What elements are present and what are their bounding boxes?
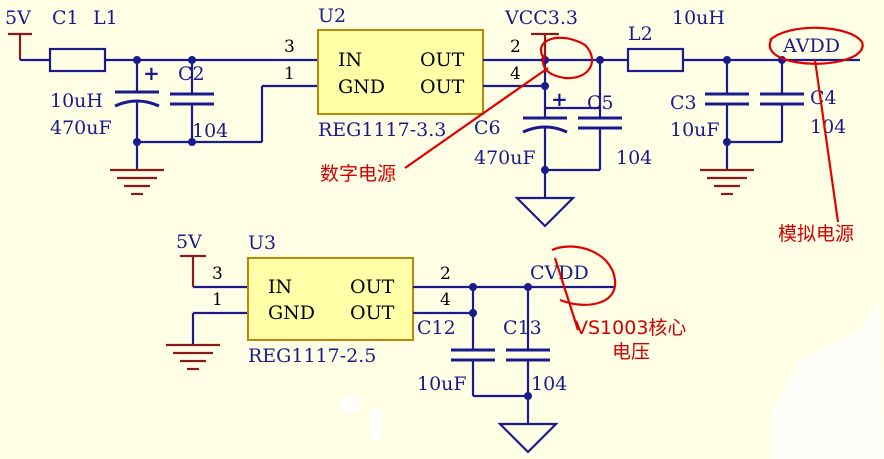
capacitor-c2 bbox=[170, 60, 214, 142]
pin-4-u3: 4 bbox=[440, 290, 451, 310]
u2-pin-out1: OUT bbox=[420, 49, 465, 71]
value-c6: 470uF bbox=[474, 147, 536, 169]
polarity-plus-c6: + bbox=[551, 87, 568, 111]
value-c13: 104 bbox=[531, 373, 567, 395]
value-c4: 104 bbox=[810, 116, 846, 138]
ref-c3: C3 bbox=[670, 92, 697, 114]
capacitor-c12 bbox=[451, 287, 495, 396]
power-port-5v-bottom bbox=[180, 254, 206, 287]
annotation-circle-avdd bbox=[768, 26, 864, 65]
value-l1: 10uH bbox=[50, 90, 103, 112]
capacitor-c1 bbox=[114, 60, 160, 142]
u3-pin-gnd: GND bbox=[268, 302, 315, 324]
ref-l2: L2 bbox=[628, 23, 653, 45]
ref-c13: C13 bbox=[503, 317, 542, 339]
junction-dot bbox=[524, 392, 532, 400]
net-label-avdd: AVDD bbox=[782, 35, 840, 57]
pin-1-u2: 1 bbox=[284, 64, 295, 84]
ref-u3: U3 bbox=[248, 232, 276, 254]
pin-3-u3: 3 bbox=[212, 264, 223, 284]
annotation-vs1003-line1: VS1003核心 bbox=[575, 317, 686, 339]
power-port-5v-top bbox=[8, 32, 32, 60]
annotation-circle-vcc33 bbox=[539, 36, 594, 80]
ref-c1: C1 bbox=[52, 7, 79, 29]
annotation-arrow-vs1003 bbox=[553, 257, 580, 331]
u3-pin-out2: OUT bbox=[350, 302, 395, 324]
ground-triangle-bottom bbox=[497, 422, 559, 454]
regulator-u2 bbox=[317, 29, 484, 115]
annotation-vs1003-line2: 电压 bbox=[612, 341, 650, 363]
annotation-analog-power: 模拟电源 bbox=[778, 223, 854, 245]
ref-c6: C6 bbox=[474, 117, 501, 139]
pin-4-u2: 4 bbox=[510, 64, 521, 84]
pin-2-u3: 2 bbox=[440, 264, 451, 284]
junction-dot bbox=[541, 166, 549, 174]
value-c3: 10uF bbox=[670, 119, 720, 141]
u3-pin-in: IN bbox=[268, 276, 292, 298]
background-artifact bbox=[340, 300, 884, 459]
annotation-circle-cvdd bbox=[551, 245, 617, 306]
inductor-l1 bbox=[48, 47, 107, 73]
capacitor-c6 bbox=[522, 108, 568, 198]
value-c5: 104 bbox=[616, 147, 652, 169]
net-label-5v-bottom: 5V bbox=[176, 231, 202, 253]
capacitor-c4 bbox=[760, 60, 804, 142]
junction-dot bbox=[541, 82, 549, 90]
ref-c12: C12 bbox=[417, 317, 456, 339]
ref-l1: L1 bbox=[93, 7, 118, 29]
u2-pin-in: IN bbox=[338, 49, 362, 71]
u2-pin-out2: OUT bbox=[420, 76, 465, 98]
value-c2: 104 bbox=[192, 120, 228, 142]
net-label-5v-top: 5V bbox=[5, 7, 31, 29]
pin-3-u2: 3 bbox=[284, 37, 295, 57]
ground-symbol-top-right bbox=[700, 168, 754, 196]
value-c1: 470uF bbox=[50, 117, 112, 139]
value-c12: 10uF bbox=[417, 373, 467, 395]
ground-symbol-top-left bbox=[110, 168, 164, 196]
ground-triangle-top bbox=[514, 196, 576, 228]
u2-pin-gnd: GND bbox=[338, 76, 385, 98]
ref-c4: C4 bbox=[810, 87, 837, 109]
part-u3: REG1117-2.5 bbox=[248, 345, 376, 367]
annotation-arrow-analog bbox=[813, 59, 840, 223]
ref-u2: U2 bbox=[318, 5, 346, 27]
capacitor-c3 bbox=[705, 60, 749, 142]
u3-pin-out1: OUT bbox=[350, 276, 395, 298]
inductor-l2 bbox=[626, 47, 685, 73]
annotation-digital-power: 数字电源 bbox=[320, 163, 396, 185]
value-l2: 10uH bbox=[672, 7, 725, 29]
ref-c2: C2 bbox=[178, 63, 205, 85]
regulator-u3 bbox=[247, 257, 414, 341]
polarity-plus-c1: + bbox=[143, 61, 160, 85]
annotation-arrow-digital bbox=[404, 67, 549, 169]
capacitor-c5 bbox=[578, 108, 622, 170]
pin-1-u3: 1 bbox=[212, 290, 223, 310]
junction-dot bbox=[188, 138, 196, 146]
ground-symbol-bottom bbox=[166, 343, 220, 371]
ref-c5: C5 bbox=[587, 92, 614, 114]
capacitor-c13 bbox=[506, 287, 550, 424]
net-label-vcc33: VCC3.3 bbox=[504, 7, 578, 29]
part-u2: REG1117-3.3 bbox=[318, 119, 446, 141]
pin-2-u2: 2 bbox=[510, 37, 521, 57]
